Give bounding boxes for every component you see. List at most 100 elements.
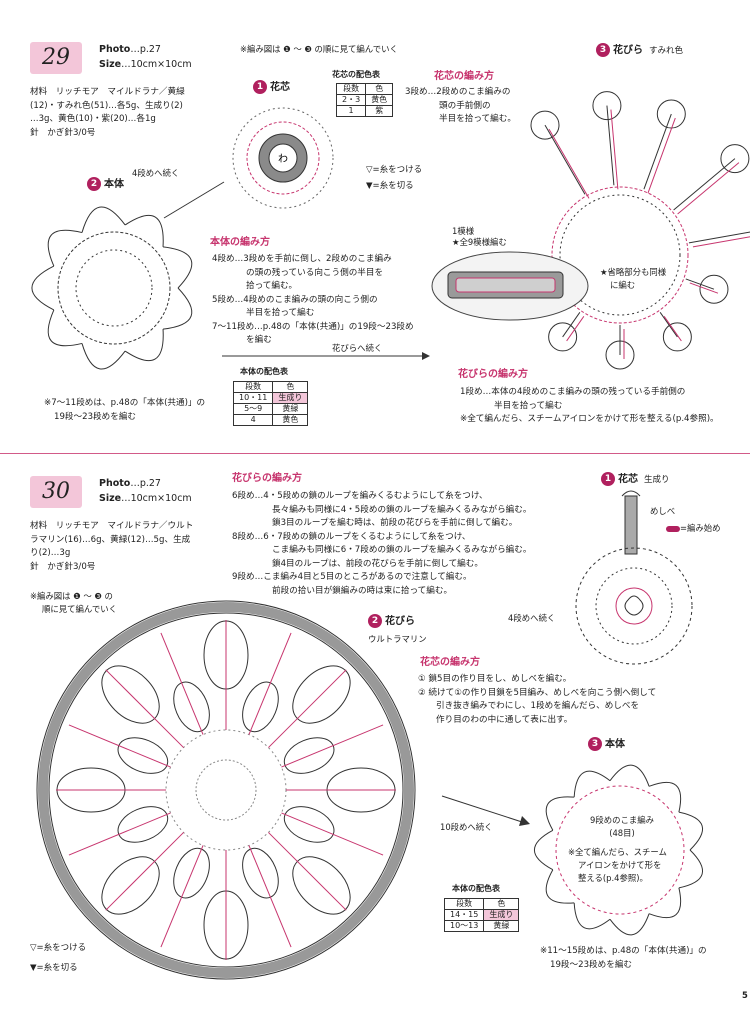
triangle-filled-icon: ▼ <box>30 963 37 973</box>
p29-center-method-title: 花芯の編み方 <box>434 71 494 82</box>
guide-ray <box>281 812 384 856</box>
p30-center-method-text: ① 鎖5目の作り目をし、めしべを編む。 ② 続けて①の作り目鎖を5目編み、めしべ… <box>418 674 657 725</box>
p30-materials: 材料 リッチモア マイルドラナ／ウルト ラマリン(16)…6g、黄緑(12)…5… <box>30 521 194 572</box>
p29-body-colors-caption: 本体の配色表 <box>240 367 288 376</box>
p29-petal-method-title: 花びらの編み方 <box>458 369 528 380</box>
step-badge-1b: 1 <box>601 472 615 486</box>
guide-ray <box>160 845 204 948</box>
guide-ray <box>281 724 384 768</box>
scallop <box>162 287 193 330</box>
p30-legend: ▽=糸をつける ▼=糸を切る <box>30 943 87 973</box>
scallop <box>648 781 682 813</box>
petal-stem <box>544 124 586 195</box>
petal-tip <box>592 91 622 121</box>
step-badge-2b: 2 <box>368 614 382 628</box>
p29-body-method-text: 4段め…3段めを手前に倒し、2段めのこま編み の頭の残っている向こう側の半目を … <box>212 254 414 345</box>
petal-stem <box>562 312 581 338</box>
guide-ray <box>68 812 171 856</box>
petal-tip <box>530 110 560 140</box>
p29-body-diagram <box>31 181 225 370</box>
p29-order-note: ※編み図は ❶ ～ ❸ の順に見て編んでいく <box>240 44 398 54</box>
scallop <box>573 902 611 930</box>
p29-body-method-title: 本体の編み方 <box>210 237 270 248</box>
petal-stem-pink <box>689 282 719 294</box>
guide-ray <box>268 669 347 748</box>
scallop <box>609 764 650 787</box>
triangle-outline-icon: ▽ <box>30 943 37 953</box>
p30-body-continue: 10段めへ続く <box>440 822 493 832</box>
scallop <box>678 849 704 889</box>
step-badge-3: 3 <box>596 43 610 57</box>
guide-ray <box>248 632 292 735</box>
p29-arrow <box>222 352 430 360</box>
pattern-number-30: 30 <box>30 476 82 508</box>
center-ring-label: わ <box>278 153 288 165</box>
petal-stem <box>606 105 615 186</box>
petal-stem <box>643 113 672 190</box>
step-badge-2: 2 <box>87 177 101 191</box>
p30-petals-diagram <box>36 600 416 980</box>
scallop <box>124 214 164 247</box>
p30-body-center: 9段めのこま編み (48目) <box>590 815 654 838</box>
pattern-number-29: 29 <box>30 42 82 74</box>
p29-omitted-note: ★省略部分も同様 に編む <box>600 267 667 290</box>
scallop <box>573 770 611 798</box>
scallop <box>81 343 126 370</box>
guide-ray <box>160 632 204 735</box>
p29-pattern-label: 1模様 ★全9模様編む <box>452 226 507 248</box>
p30-order-note: ※編み図は ❶ ～ ❸ の 順に見て編んでいく <box>30 591 117 614</box>
scallop <box>162 246 193 289</box>
page-number: 5 <box>742 990 748 1000</box>
triangle-filled-icon: ▼ <box>366 181 373 191</box>
scallop <box>545 869 575 904</box>
p29-petals-continue: 花びらへ続く <box>332 343 383 353</box>
scallop <box>47 309 83 347</box>
petal-tip <box>699 274 729 304</box>
scallop <box>31 265 55 311</box>
scallop <box>81 206 126 233</box>
p30-petals-continue: 4段めへ続く <box>508 613 556 623</box>
petal-stem-pink <box>647 117 676 194</box>
p30-petals-color: ウルトラマリン <box>368 634 427 644</box>
guide-ray <box>248 845 292 948</box>
step-badge-3b: 3 <box>588 737 602 751</box>
p29-petals-diagram <box>431 91 750 370</box>
petal-stem-pink <box>663 316 682 342</box>
p29-continue-label: 4段めへ続く <box>132 168 180 178</box>
scallop <box>545 796 575 831</box>
guide-ray <box>268 832 347 911</box>
petal-stem-pink <box>692 236 750 248</box>
p30-start-label: =編み始め <box>666 523 721 534</box>
triangle-outline-icon: ▽ <box>366 165 373 175</box>
petal-stem-pink <box>677 162 740 215</box>
p29-center-colors-caption: 花芯の配色表 <box>332 70 380 79</box>
p30-body-inner-note: ※全て編んだら、スチーム アイロンをかけて形を 整える(p.4参照)。 <box>568 847 667 883</box>
scallop <box>534 829 554 871</box>
petal-tip <box>662 322 692 352</box>
petal-tip <box>605 340 635 370</box>
p30-photo-size: Photo…p.27 Size…10cm×10cm <box>99 478 192 504</box>
petal-stem <box>659 312 678 338</box>
p29-materials: 材料 リッチモア マイルドラナ／黄緑 (12)・すみれ色(51)…各5g、生成り… <box>30 87 185 138</box>
p29-photo-size: Photo…p.27 Size…10cm×10cm <box>99 44 192 70</box>
scallop <box>648 887 682 919</box>
p29-body-note: ※7～11段めは、p.48の「本体(共通)」の 19段～23段めを編む <box>44 398 206 422</box>
guide-ray <box>105 832 184 911</box>
p30-center-method-title: 花芯の編み方 <box>420 657 480 668</box>
petal-stem-pink <box>610 109 619 190</box>
petal-tip <box>720 144 750 174</box>
scallop <box>678 811 704 851</box>
p29-legend: ▽=糸をつける ▼=糸を切る <box>366 165 423 191</box>
start-marker-icon <box>666 525 680 532</box>
p29-center-diagram: わ <box>232 107 334 209</box>
p29-center-method-text: 3段め…2段めのこま編みの 頭の手前側の 半目を拾って編む。 <box>405 87 516 124</box>
petal-stem <box>688 231 750 244</box>
